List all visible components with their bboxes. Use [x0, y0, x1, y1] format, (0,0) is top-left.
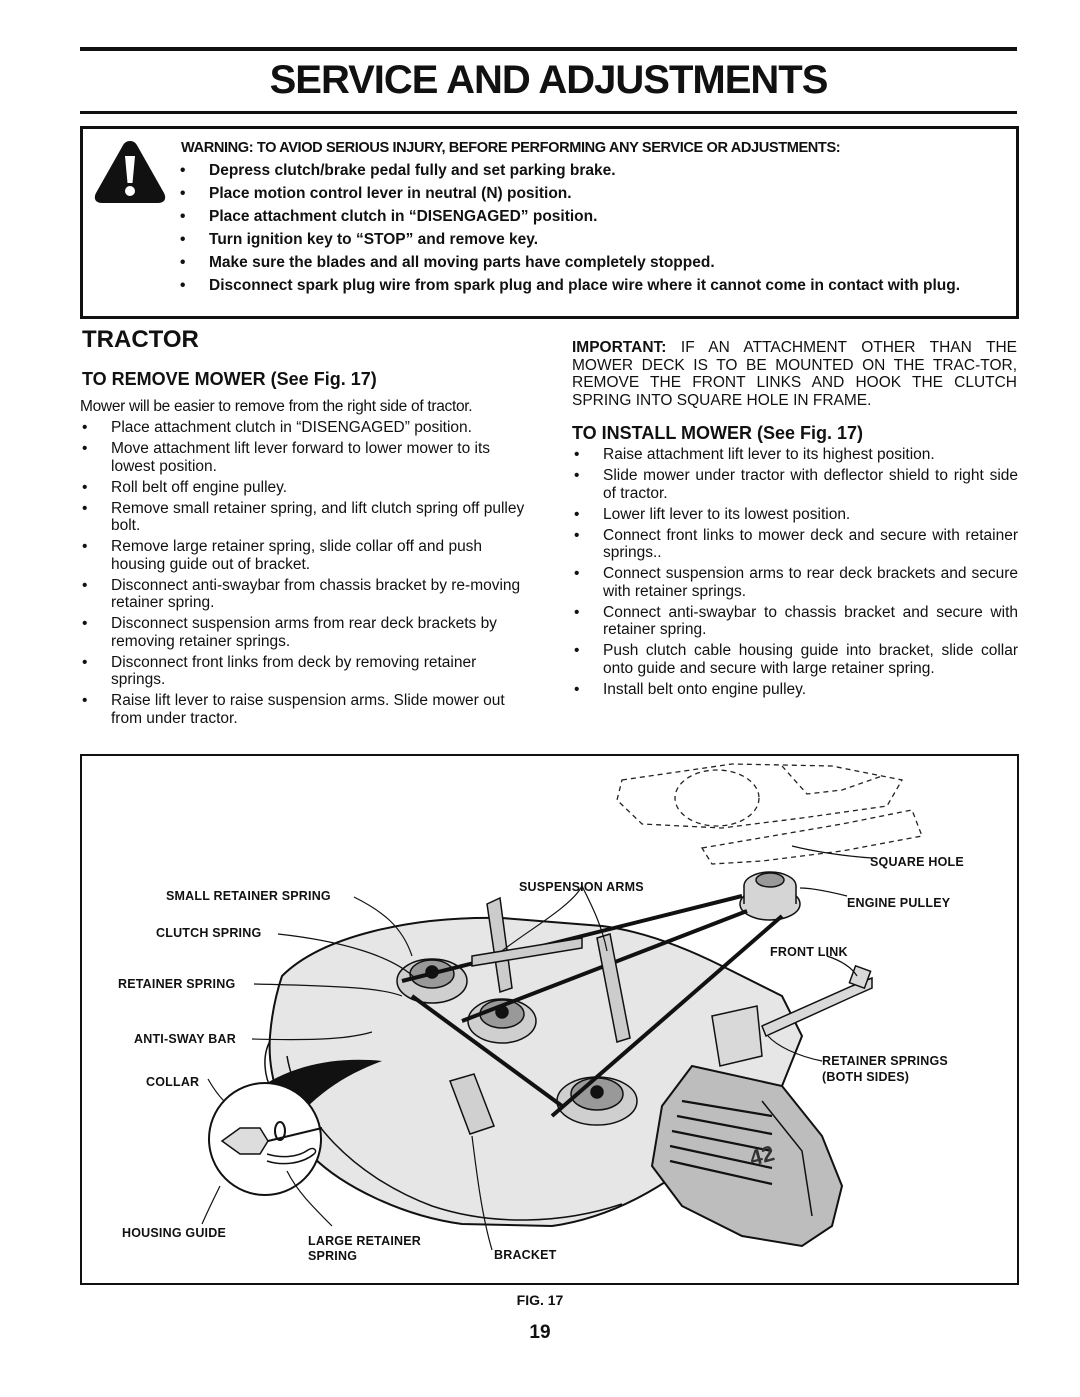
list-item: Raise lift lever to raise suspension arm…	[80, 692, 526, 727]
label-square-hole: SQUARE HOLE	[870, 855, 964, 869]
leader-lines	[201, 845, 873, 1251]
label-large-retainer: LARGE RETAINER	[308, 1234, 421, 1248]
label-engine-pulley: ENGINE PULLEY	[847, 896, 951, 910]
list-item: Connect anti-swaybar to chassis bracket …	[572, 604, 1018, 639]
label-clutch-spring: CLUTCH SPRING	[156, 926, 262, 940]
mower-deck-illustration: 42	[201, 763, 923, 1251]
page-title: SERVICE AND ADJUSTMENTS	[269, 58, 829, 102]
warning-box: WARNING: TO AVIOD SERIOUS INJURY, BEFORE…	[80, 126, 1019, 319]
front-link	[711, 964, 873, 1067]
top-rule-thick	[80, 47, 1017, 51]
warning-item: Place attachment clutch in “DISENGAGED” …	[175, 208, 1005, 226]
list-item: Place attachment clutch in “DISENGAGED” …	[80, 419, 526, 437]
remove-intro-text: Mower will be easier to remove from the …	[80, 398, 473, 415]
discharge-chute	[650, 1064, 844, 1248]
label-suspension-arms: SUSPENSION ARMS	[519, 880, 644, 894]
warning-list: Depress clutch/brake pedal fully and set…	[175, 162, 1005, 300]
install-mower-heading: TO INSTALL MOWER (See Fig. 17)	[572, 423, 864, 443]
list-item: Roll belt off engine pulley.	[80, 479, 526, 497]
figure-caption: FIG. 17	[516, 1292, 564, 1308]
section-title-tractor: TRACTOR	[82, 326, 199, 353]
important-label: IMPORTANT:	[572, 339, 667, 356]
label-anti-sway-bar: ANTI-SWAY BAR	[134, 1032, 236, 1046]
label-retainer-spring: RETAINER SPRING	[118, 977, 236, 991]
warning-heading: WARNING: TO AVIOD SERIOUS INJURY, BEFORE…	[181, 140, 841, 156]
list-item: Lower lift lever to its lowest position.	[572, 506, 1018, 524]
pulley-right	[556, 1076, 638, 1126]
label-collar: COLLAR	[146, 1075, 200, 1089]
label-small-retainer-spring: SMALL RETAINER SPRING	[166, 889, 331, 903]
warning-item: Make sure the blades and all moving part…	[175, 254, 1005, 272]
tractor-frame-outline	[616, 763, 923, 865]
list-item: Move attachment lift lever forward to lo…	[80, 440, 526, 475]
label-housing-guide: HOUSING GUIDE	[122, 1226, 226, 1240]
list-item: Install belt onto engine pulley.	[572, 681, 1018, 699]
list-item: Slide mower under tractor with deflector…	[572, 467, 1018, 502]
detail-magnifier	[208, 1082, 323, 1196]
remove-mower-heading: TO REMOVE MOWER (See Fig. 17)	[82, 369, 377, 389]
label-spring: SPRING	[308, 1249, 358, 1263]
remove-steps-list: Place attachment clutch in “DISENGAGED” …	[80, 419, 526, 731]
warning-triangle-icon	[94, 141, 166, 203]
page-number: 19	[529, 1322, 551, 1343]
list-item: Connect suspension arms to rear deck bra…	[572, 565, 1018, 600]
warning-item: Depress clutch/brake pedal fully and set…	[175, 162, 1005, 180]
list-item: Disconnect front links from deck by remo…	[80, 654, 526, 689]
list-item: Push clutch cable housing guide into bra…	[572, 642, 1018, 677]
list-item: Raise attachment lift lever to its highe…	[572, 446, 1018, 464]
list-item: Connect front links to mower deck and se…	[572, 527, 1018, 562]
bracket-plate	[449, 1073, 495, 1135]
list-item: Remove large retainer spring, slide coll…	[80, 538, 526, 573]
label-retainer-springs: RETAINER SPRINGS	[822, 1054, 948, 1068]
engine-pulley	[739, 871, 801, 921]
label-bracket: BRACKET	[494, 1248, 557, 1262]
warning-item: Turn ignition key to “STOP” and remove k…	[175, 231, 1005, 249]
list-item: Remove small retainer spring, and lift c…	[80, 500, 526, 535]
figure-17-illustration: 42	[80, 754, 1019, 1285]
important-note: IMPORTANT: IF AN ATTACHMENT OTHER THAN T…	[572, 339, 1017, 409]
list-item: Disconnect suspension arms from rear dec…	[80, 615, 526, 650]
label-front-link: FRONT LINK	[770, 945, 848, 959]
suspension-arms	[471, 896, 631, 1043]
drive-belt	[401, 894, 784, 1118]
warning-item: Place motion control lever in neutral (N…	[175, 185, 1005, 203]
important-text: IF AN ATTACHMENT OTHER THAN THE MOWER DE…	[572, 339, 1017, 409]
title-underline-rule	[80, 111, 1017, 114]
list-item: Disconnect anti-swaybar from chassis bra…	[80, 577, 526, 612]
install-steps-list: Raise attachment lift lever to its highe…	[572, 446, 1018, 702]
label-both-sides: (BOTH SIDES)	[822, 1070, 910, 1084]
warning-item: Disconnect spark plug wire from spark pl…	[175, 277, 1005, 295]
